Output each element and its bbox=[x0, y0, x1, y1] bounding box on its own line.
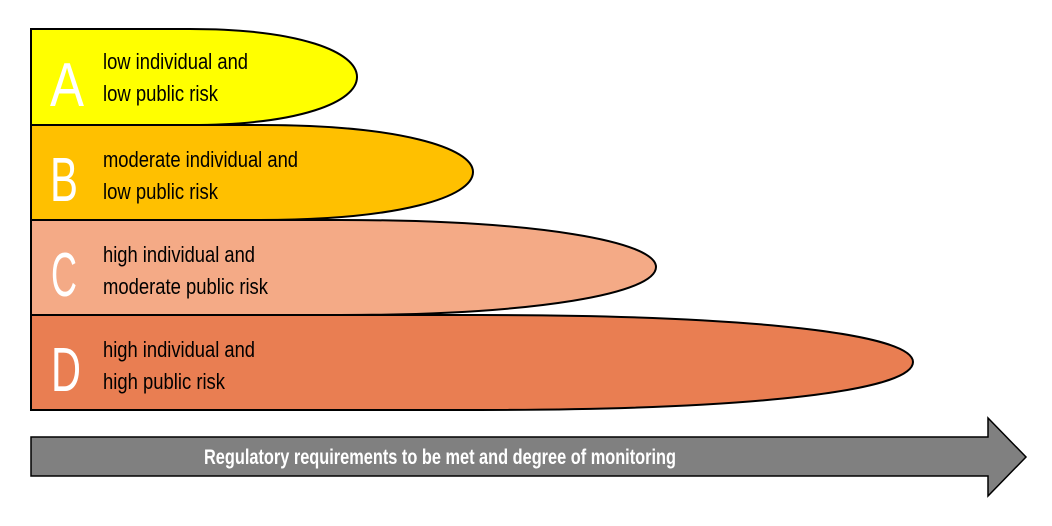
level-c-shape bbox=[30, 219, 658, 316]
monitoring-arrow: Regulatory requirements to be met and de… bbox=[30, 416, 1028, 498]
level-a-line1: low individual and bbox=[103, 49, 248, 74]
level-d-shape bbox=[30, 314, 915, 411]
level-c-line2: moderate public risk bbox=[103, 274, 269, 299]
level-c-letter: C bbox=[51, 241, 77, 310]
level-a-shape bbox=[30, 28, 359, 126]
arrow-label: Regulatory requirements to be met and de… bbox=[204, 446, 676, 469]
level-b-letter: B bbox=[50, 146, 78, 215]
level-d-line2: high public risk bbox=[103, 369, 226, 394]
arrow-shape bbox=[30, 416, 1028, 498]
level-a: A low individual and low public risk bbox=[30, 28, 359, 126]
level-b-line2: low public risk bbox=[103, 179, 219, 204]
level-a-letter: A bbox=[50, 51, 85, 120]
level-a-line2: low public risk bbox=[103, 81, 219, 106]
level-b-line1: moderate individual and bbox=[103, 147, 298, 172]
level-b: B moderate individual and low public ris… bbox=[30, 124, 475, 221]
level-c-line1: high individual and bbox=[103, 242, 255, 267]
level-c: C high individual and moderate public ri… bbox=[30, 219, 658, 316]
level-b-shape bbox=[30, 124, 475, 221]
level-d-letter: D bbox=[51, 336, 81, 405]
level-d-line1: high individual and bbox=[103, 337, 255, 362]
level-d: D high individual and high public risk bbox=[30, 314, 915, 411]
